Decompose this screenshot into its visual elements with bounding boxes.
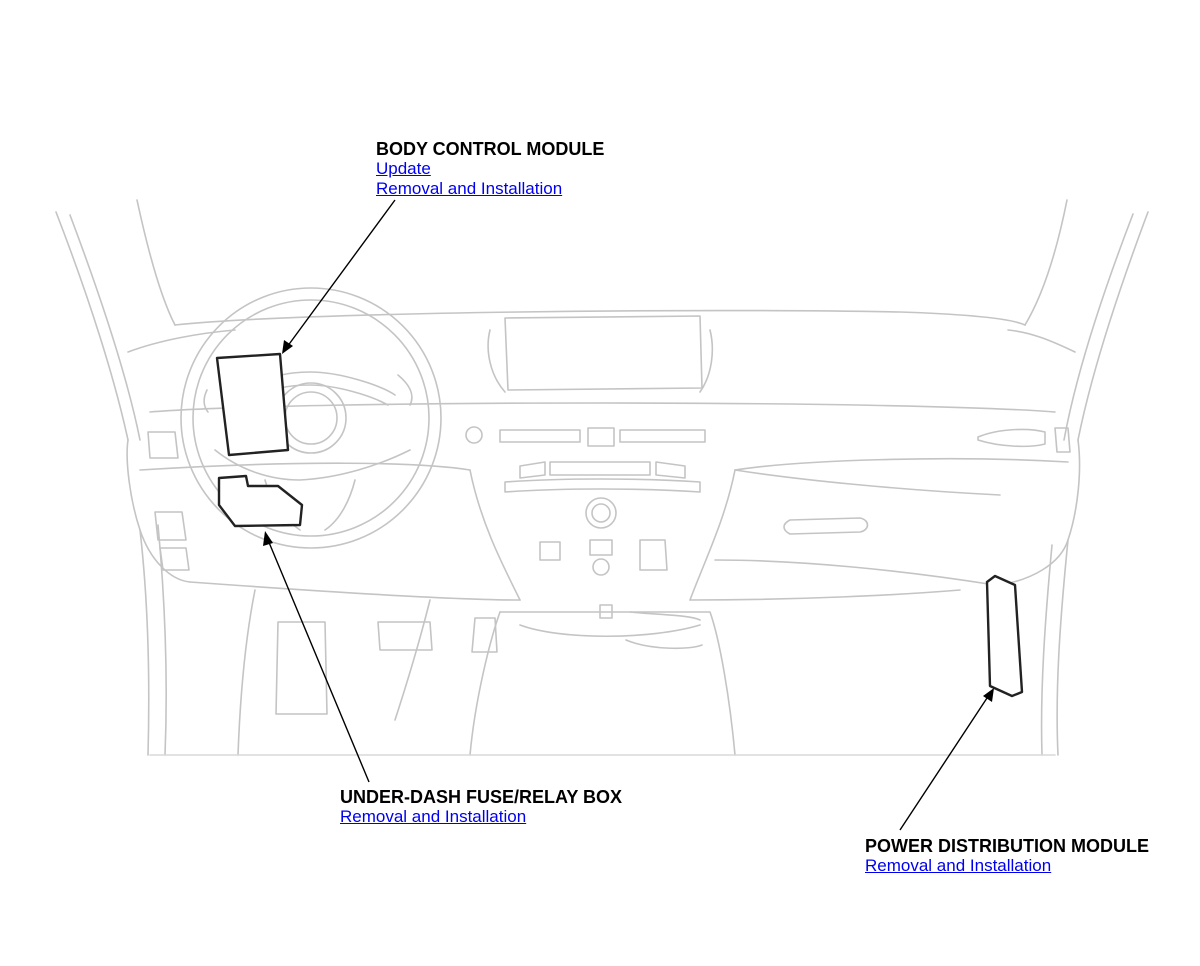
fuse-relay-box-shape <box>217 474 304 528</box>
body-control-module-callout: BODY CONTROL MODULE Update Removal and I… <box>376 139 604 199</box>
bcm-leader-line <box>286 199 396 348</box>
under-dash-fuse-relay-box-callout: UNDER-DASH FUSE/RELAY BOX Removal and In… <box>340 787 622 827</box>
fuse-box-arrowhead <box>263 531 273 546</box>
bcm-arrowhead <box>282 340 293 354</box>
body-control-module-update-link[interactable]: Update <box>376 159 431 178</box>
leader-lines <box>263 199 994 831</box>
power-distribution-module-callout: POWER DISTRIBUTION MODULE Removal and In… <box>865 836 1149 876</box>
body-control-module-title: BODY CONTROL MODULE <box>376 139 605 159</box>
body-control-module-shape <box>215 352 290 457</box>
body-control-module-removal-link[interactable]: Removal and Installation <box>376 179 563 198</box>
power-distribution-module-title: POWER DISTRIBUTION MODULE <box>865 836 1149 856</box>
fuse-box-leader-line <box>267 539 370 783</box>
under-dash-fuse-relay-box-removal-link[interactable]: Removal and Installation <box>340 807 527 826</box>
pdm-leader-line <box>899 694 990 831</box>
highlighted-components <box>215 352 1024 698</box>
pdm-arrowhead <box>983 688 994 702</box>
power-distribution-module-shape <box>985 574 1024 698</box>
power-distribution-module-removal-link[interactable]: Removal and Installation <box>865 856 1052 875</box>
under-dash-fuse-relay-box-title: UNDER-DASH FUSE/RELAY BOX <box>340 787 623 807</box>
